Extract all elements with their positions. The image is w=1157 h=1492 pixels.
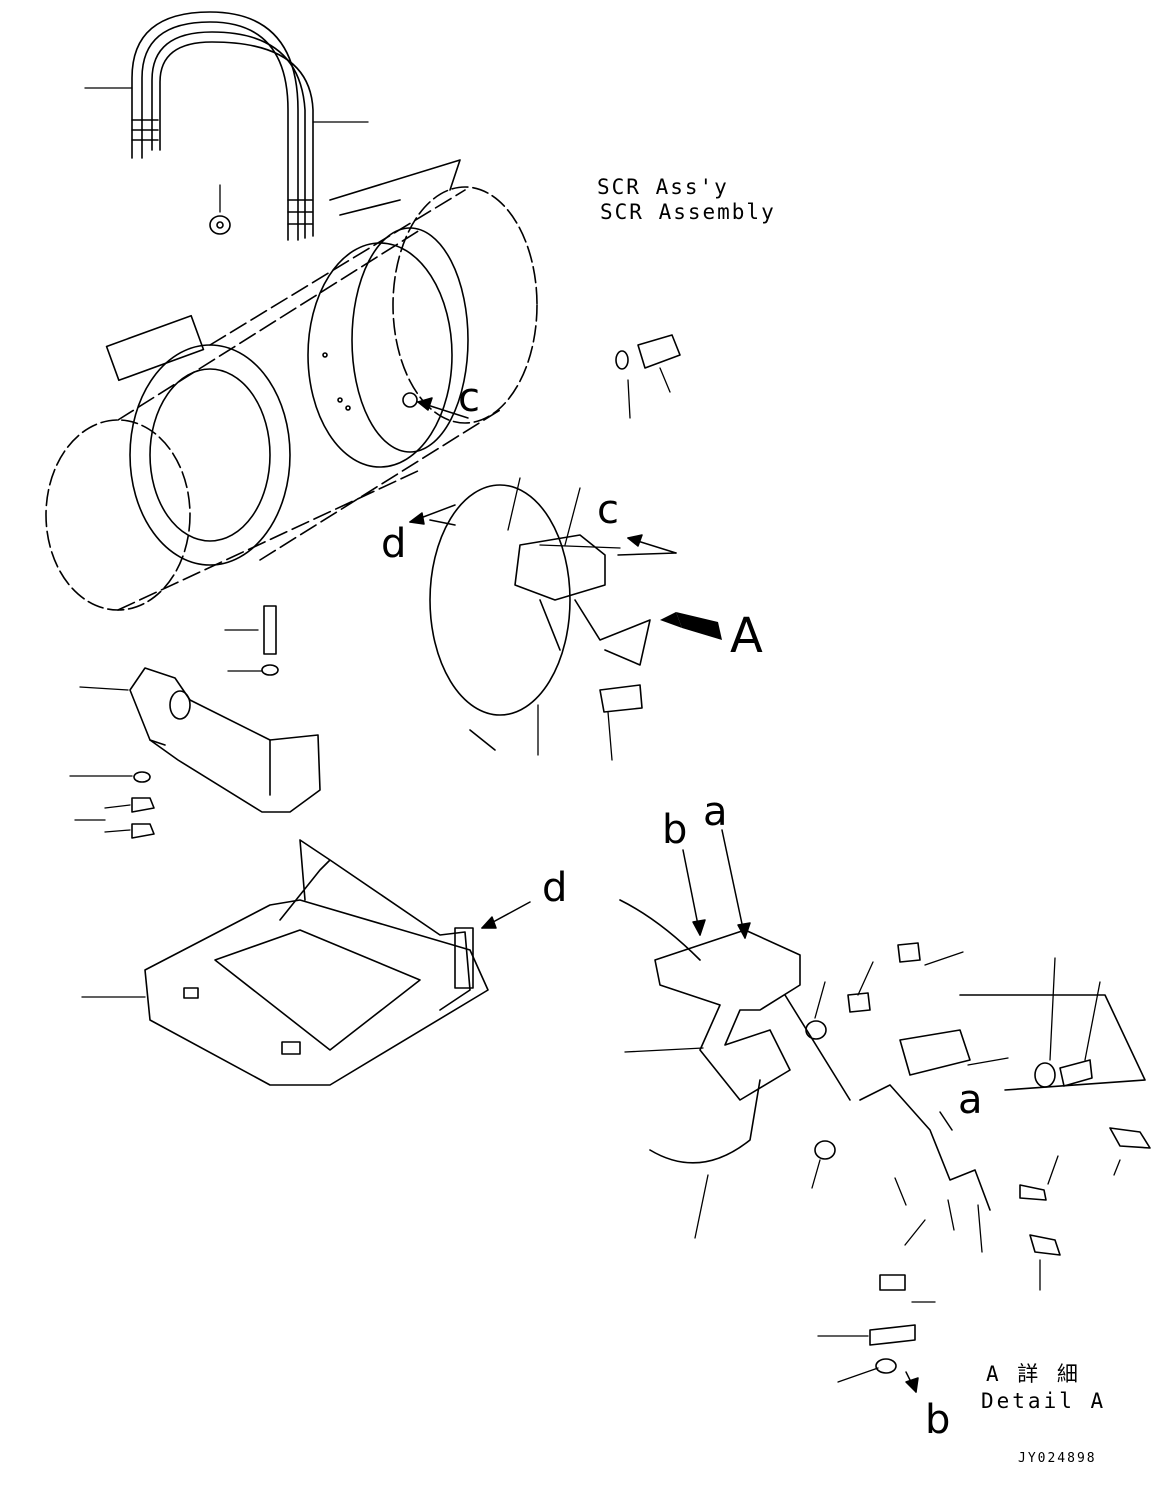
view-marker-a-right: a: [958, 1077, 983, 1123]
view-marker-big-a: A: [730, 608, 763, 664]
sensor-harness: [429, 484, 651, 751]
detail-label-en: Detail A: [981, 1389, 1107, 1413]
view-marker-c-top: c: [458, 375, 480, 421]
drawing-code: JY024898: [1018, 1451, 1097, 1466]
view-arrows: [409, 397, 953, 1393]
leader-lines: [69, 87, 1121, 1383]
view-marker-b-top: b: [662, 807, 688, 853]
view-marker-b-bottom: b: [925, 1397, 951, 1443]
mount-bracket: [129, 667, 321, 813]
scr-body: [45, 159, 538, 611]
title-line-2: SCR Assembly: [600, 200, 776, 224]
view-marker-d-left: d: [381, 521, 407, 567]
title-line-1: SCR Ass'y: [597, 175, 729, 199]
view-marker-d-lower: d: [542, 865, 568, 911]
view-marker-c-right: c: [597, 487, 619, 533]
detail-label-jp: A 詳 細: [986, 1362, 1081, 1386]
detail-a-parts: [619, 899, 1151, 1374]
washer-and-bolt-parts: [131, 215, 681, 839]
view-marker-a-top: a: [703, 789, 728, 835]
u-bolt-parts: [131, 11, 314, 241]
base-plate: [144, 839, 489, 1086]
